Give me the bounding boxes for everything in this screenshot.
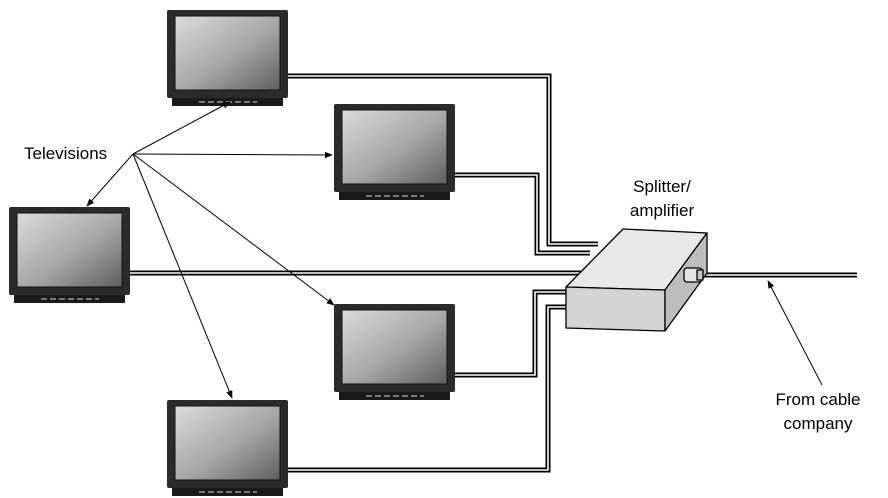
arrow-to-tv2 [132, 151, 333, 159]
arrow-to-tv3 [86, 153, 134, 207]
splitter-front-face [565, 286, 666, 332]
cable-tv2 [455, 172, 590, 256]
television-5 [167, 400, 288, 496]
tv-screen [174, 405, 281, 481]
tv-screen [341, 309, 448, 385]
cable-tv4 [455, 289, 566, 378]
splitter-amplifier [565, 228, 708, 332]
splitter-label-line2: amplifier [630, 201, 695, 220]
television-3 [9, 207, 130, 303]
televisions-label: Televisions [24, 144, 107, 163]
tv-screen [341, 109, 448, 185]
tv-screen [16, 212, 123, 288]
coax-cables [130, 73, 857, 473]
coax-connector-icon [683, 267, 704, 283]
arrow-to-incoming-cable [767, 280, 823, 386]
source-label-line1: From cable [775, 390, 860, 409]
pointer-arrows [86, 101, 823, 399]
arrow-to-tv1 [132, 101, 231, 155]
cable-tv1 [288, 73, 598, 247]
splitter-label-line1: Splitter/ [633, 177, 691, 196]
arrow-to-tv5 [132, 153, 233, 399]
television-4 [334, 304, 455, 400]
arrow-to-tv4 [132, 153, 335, 306]
television-2 [334, 104, 455, 200]
source-label-line2: company [784, 414, 853, 433]
television-1 [167, 10, 288, 106]
tv-screen [174, 15, 281, 91]
cable-tv5 [288, 304, 566, 473]
